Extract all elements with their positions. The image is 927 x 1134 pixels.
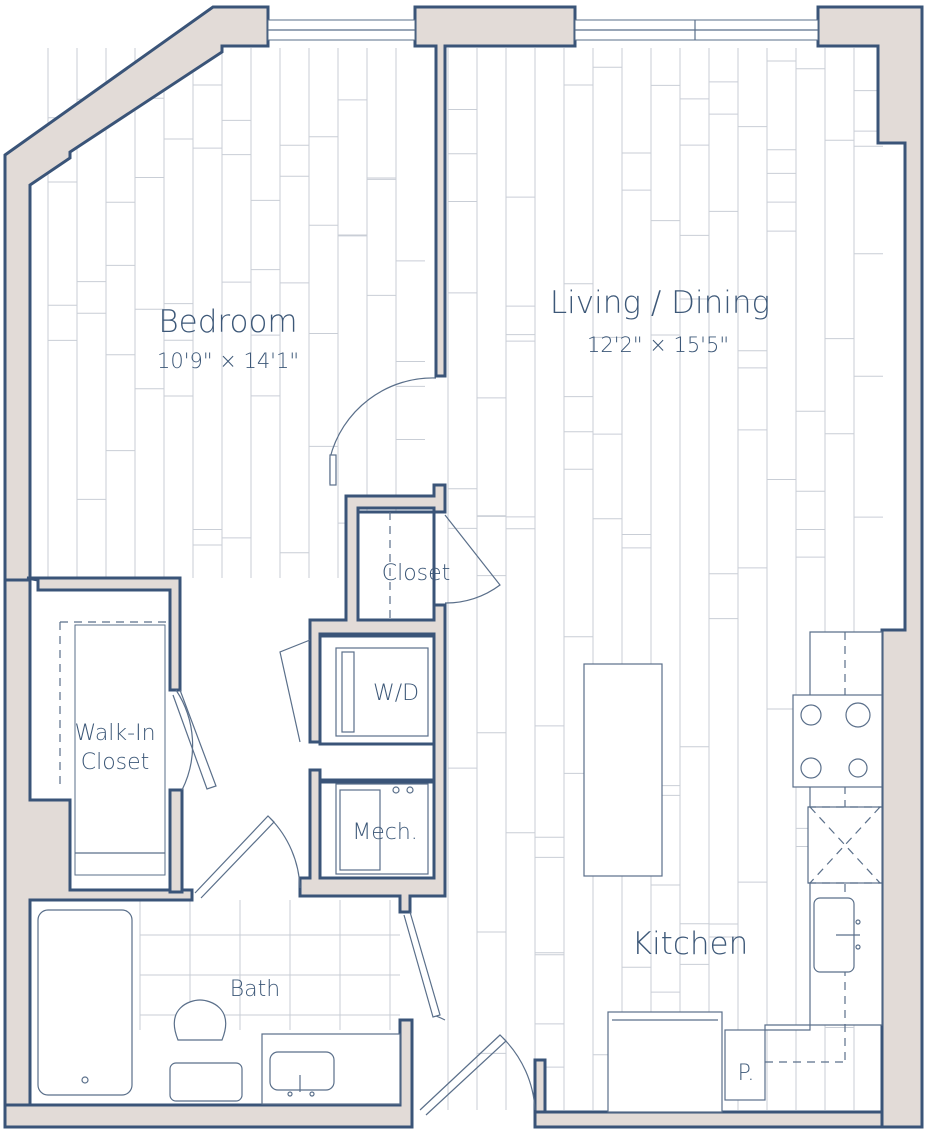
kitchen-island xyxy=(583,663,663,877)
door-entry xyxy=(419,1034,507,1116)
living-dims: 12'2" × 15'5" xyxy=(587,333,729,357)
wd-label: W/D xyxy=(373,681,419,706)
walkin-shelving xyxy=(59,621,168,876)
kitchen-label: Kitchen xyxy=(632,926,749,962)
bath-vanity xyxy=(261,1033,401,1105)
wall-top-right xyxy=(816,5,924,1129)
mech-unit xyxy=(335,783,429,875)
washer-dryer xyxy=(335,647,429,737)
walkin-label-line1: Walk-In xyxy=(74,721,155,746)
door-wd xyxy=(279,639,311,743)
windows xyxy=(267,19,819,41)
door-mech xyxy=(403,911,441,1018)
refrigerator xyxy=(607,1011,723,1113)
walls xyxy=(3,5,924,1129)
wall-walkin-lower xyxy=(168,788,184,894)
wall-kitchen-end xyxy=(533,1058,547,1114)
living-label: Living / Dining xyxy=(550,285,770,321)
bedroom-dims: 10'9" × 14'1" xyxy=(157,349,299,373)
door-walkin xyxy=(172,689,217,790)
wall-top-left xyxy=(3,5,270,582)
pantry xyxy=(724,1029,766,1101)
kitchen-counter xyxy=(764,631,883,1063)
bath-label: Bath xyxy=(230,977,280,1002)
toilet xyxy=(169,999,243,1102)
bath-tile-grid xyxy=(139,900,400,1030)
mech-label: Mech. xyxy=(352,820,418,845)
wall-bottom xyxy=(3,1018,414,1129)
walkin-label-line2: Closet xyxy=(81,750,150,775)
pantry-label: P. xyxy=(738,1061,755,1086)
closet-label: Closet xyxy=(382,561,451,586)
door-bath xyxy=(194,815,275,899)
bathtub xyxy=(37,909,133,1096)
door-bedroom xyxy=(329,377,437,484)
wall-bottom-right xyxy=(533,1110,884,1129)
wall-walkin xyxy=(26,576,182,692)
bedroom-label: Bedroom xyxy=(158,304,297,340)
labels: Bedroom 10'9" × 14'1" Living / Dining 12… xyxy=(74,285,770,1086)
doors xyxy=(172,377,536,1116)
door-closet xyxy=(444,514,501,604)
